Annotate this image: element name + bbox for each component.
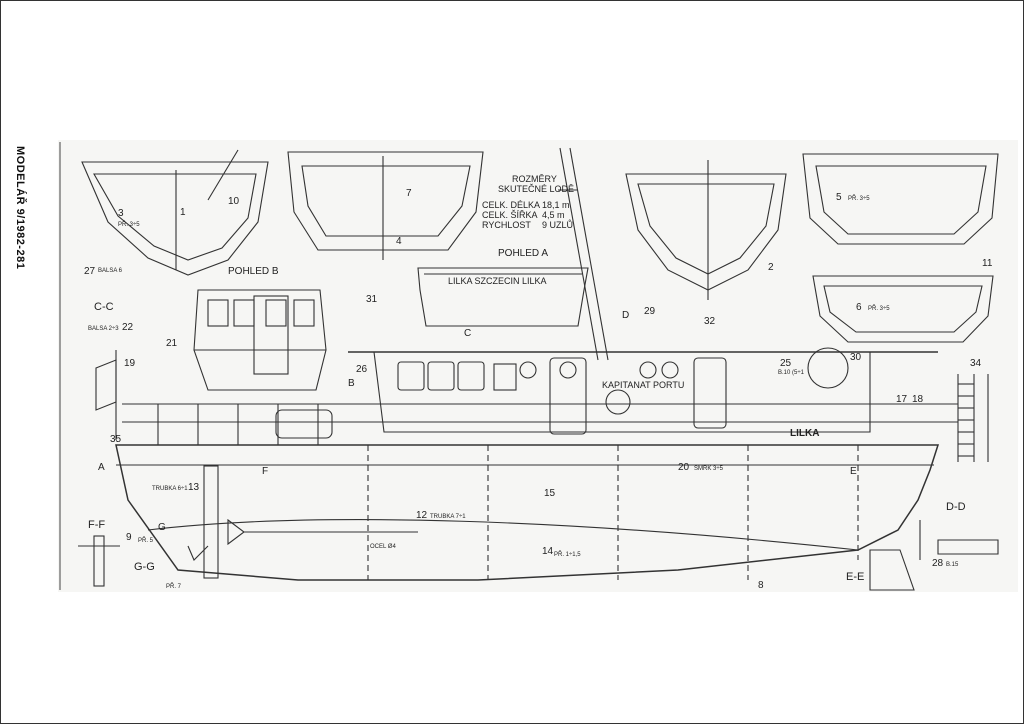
speed-label: RYCHLOST	[482, 220, 531, 230]
frame-section-5	[802, 153, 999, 245]
callout-1: 1	[180, 207, 186, 218]
callout-21: 21	[166, 338, 178, 349]
marker-f: F	[262, 466, 268, 477]
note-pr35-1: PŘ. 3÷5	[118, 220, 140, 228]
note-trubka: TRUBKA 6÷1	[152, 486, 188, 492]
width-label: CELK. ŠÍŘKA	[482, 210, 538, 220]
section-ee: E-E	[846, 571, 864, 583]
callout-3: 3	[118, 208, 124, 219]
callout-9: 9	[126, 532, 132, 543]
frame-section-10	[625, 173, 787, 291]
callout-26: 26	[356, 364, 368, 375]
marker-b: B	[348, 378, 355, 389]
propeller	[227, 518, 245, 546]
callout-5: 5	[836, 192, 842, 203]
callout-22: 22	[122, 322, 134, 333]
callout-13: 13	[188, 482, 200, 493]
note-smrk: SMRK 3÷5	[694, 466, 724, 472]
note-pr35-2: PŘ. 3÷5	[848, 194, 870, 202]
callout-2: 2	[768, 262, 774, 273]
note-pr5: PŘ. 5	[138, 536, 154, 544]
frame-section-7	[287, 151, 484, 251]
section-dd: D-D	[946, 501, 966, 513]
hull	[115, 444, 940, 581]
note-pr35-3: PŘ. 3÷5	[868, 304, 890, 312]
note-balsa6: BALSA 6	[98, 268, 123, 274]
view-a-label: POHLED A	[498, 248, 548, 259]
callout-32: 32	[704, 316, 716, 327]
stern-name-text: LILKA SZCZECIN LILKA	[448, 276, 547, 286]
bow-view	[193, 289, 327, 391]
dimensions-heading-2: SKUTEČNÉ LODĚ	[498, 184, 574, 194]
blueprint-drawing: ROZMĚRY SKUTEČNÉ LODĚ CELK. DÉLKA 18,1 m…	[59, 142, 999, 591]
length-label: CELK. DÉLKA	[482, 200, 540, 210]
hull-name-text: LILKA	[790, 428, 819, 439]
callout-34: 34	[970, 358, 982, 369]
callout-31: 31	[366, 294, 378, 305]
blueprint-sheet: ROZMĚRY SKUTEČNÉ LODĚ CELK. DÉLKA 18,1 m…	[58, 140, 1018, 592]
stern-transom	[417, 267, 589, 327]
section-ff: F-F	[88, 519, 105, 531]
marker-a: A	[98, 462, 105, 473]
marker-c: C	[464, 328, 471, 339]
marker-e: E	[850, 466, 857, 477]
callout-27: 27	[84, 266, 96, 277]
callout-11: 11	[982, 258, 993, 269]
note-pr15: PŘ. 1÷1,5	[554, 550, 581, 558]
frame-section-6	[812, 275, 994, 343]
note-pr7: PŘ. 7	[166, 582, 182, 590]
callout-28: 28	[932, 558, 944, 569]
view-b-label: POHLED B	[228, 266, 279, 277]
length-value: 18,1 m	[542, 200, 570, 210]
callout-6: 6	[856, 302, 862, 313]
frame-section-1	[81, 161, 269, 276]
kapitanat-text: KAPITANAT PORTU	[602, 380, 684, 390]
callout-19: 19	[124, 358, 136, 369]
note-trubka7: TRUBKA 7÷1	[430, 514, 466, 520]
magazine-caption: MODELÁŘ 9/1982-281	[14, 146, 26, 270]
note-b10: B.10 (5÷1	[778, 370, 805, 376]
callout-8: 8	[758, 580, 764, 591]
marker-d: D	[622, 310, 629, 321]
note-ocel4: OCEL Ø4	[370, 544, 396, 550]
dimensions-heading-1: ROZMĚRY	[512, 174, 557, 184]
note-b15: B.15	[946, 562, 959, 568]
callout-25: 25	[780, 358, 792, 369]
callout-14: 14	[542, 546, 554, 557]
callout-20: 20	[678, 462, 690, 473]
callout-29: 29	[644, 306, 656, 317]
callout-4: 4	[396, 236, 402, 247]
callout-15: 15	[544, 488, 556, 499]
callout-7: 7	[406, 188, 412, 199]
marker-g: G	[158, 522, 166, 533]
section-cc: C-C	[94, 301, 114, 313]
speed-value: 9 UZLŮ	[542, 219, 573, 230]
callout-17: 17	[896, 394, 908, 405]
superstructure	[373, 351, 871, 433]
note-balsa23: BALSA 2÷3	[88, 326, 119, 332]
flag	[95, 359, 117, 411]
callout-35: 35	[110, 434, 122, 445]
callout-12: 12	[416, 510, 428, 521]
width-value: 4,5 m	[542, 210, 565, 220]
section-gg: G-G	[134, 561, 155, 573]
callout-30: 30	[850, 352, 862, 363]
callout-10: 10	[228, 196, 240, 207]
callout-18: 18	[912, 394, 924, 405]
